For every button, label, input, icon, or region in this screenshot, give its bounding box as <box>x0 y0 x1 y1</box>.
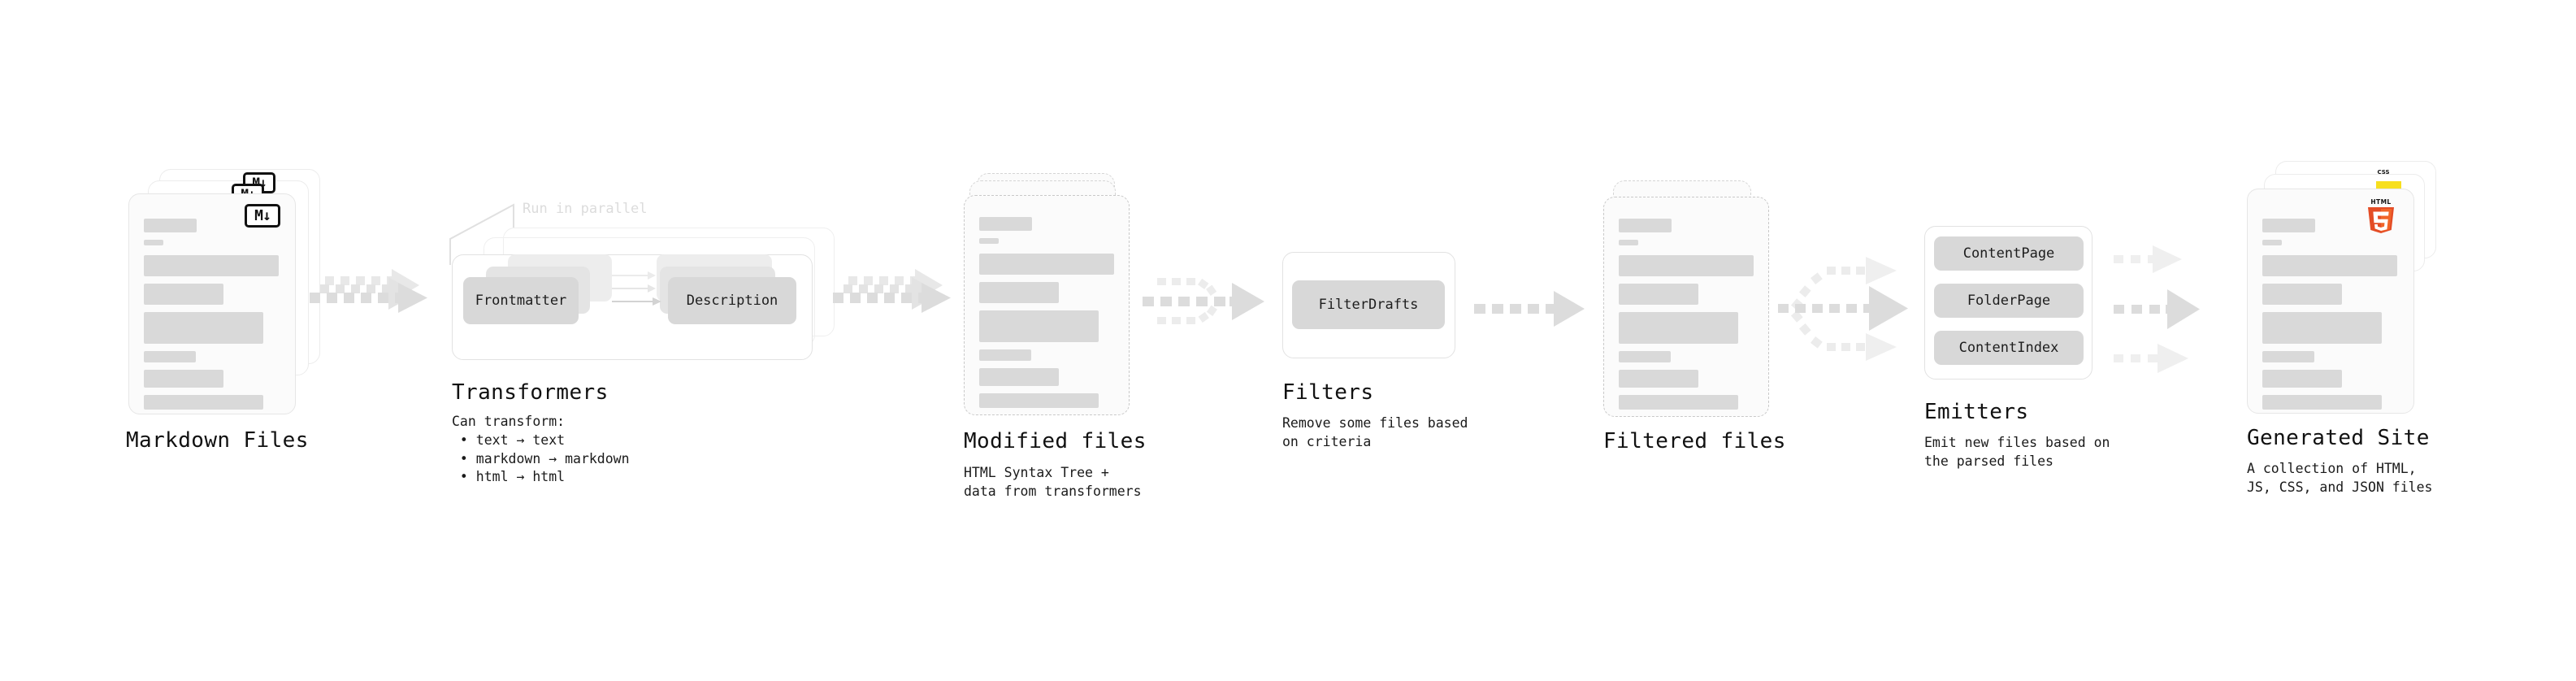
modified-files-card <box>964 195 1130 415</box>
stage-subtitle-generated-site: A collection of HTML, JS, CSS, and JSON … <box>2247 461 2433 495</box>
content-bar <box>1619 255 1754 276</box>
content-bar <box>1619 240 1638 245</box>
arrow-filtered-to-emitters <box>1778 234 1924 364</box>
content-bar <box>2262 219 2315 232</box>
content-bar <box>144 312 263 344</box>
content-bar <box>979 238 999 244</box>
content-bar <box>979 254 1114 275</box>
content-bar <box>979 310 1099 342</box>
content-bar <box>2262 395 2382 410</box>
stage-subtitle-transformers: Can transform: • text → text • markdown … <box>452 414 630 485</box>
content-bar <box>979 217 1032 231</box>
content-bar <box>979 368 1059 386</box>
stage-title-generated-site: Generated Site <box>2247 426 2430 450</box>
svg-text:HTML: HTML <box>2370 198 2391 206</box>
content-bar <box>144 370 223 388</box>
doc-content-lines <box>2262 219 2400 417</box>
arrow-modified-to-filters <box>1141 260 1279 341</box>
content-bar <box>2262 255 2397 276</box>
stage-title-filters: Filters <box>1282 380 1374 405</box>
content-bar <box>2262 370 2342 388</box>
markdown-document-card: M↓ <box>128 193 296 414</box>
generated-site-card: HTML <box>2247 189 2414 414</box>
content-bar <box>1619 312 1738 344</box>
content-bar <box>2262 312 2382 344</box>
stage-subtitle-modified-files: HTML Syntax Tree + data from transformer… <box>964 465 1142 499</box>
content-bar <box>2262 351 2314 362</box>
stage-title-modified-files: Modified files <box>964 429 1147 453</box>
content-bar <box>144 255 279 276</box>
chip-description[interactable]: Description <box>668 277 796 324</box>
stage-title-filtered-files: Filtered files <box>1603 429 1786 453</box>
svg-text:CSS: CSS <box>2377 169 2389 176</box>
content-bar <box>2262 240 2282 245</box>
chip-contentpage[interactable]: ContentPage <box>1934 236 2084 271</box>
content-bar <box>2262 284 2342 305</box>
content-bar <box>1619 351 1671 362</box>
content-bar <box>1619 395 1738 410</box>
arrow-filters-to-filtered <box>1472 291 1594 335</box>
chip-frontmatter[interactable]: Frontmatter <box>463 277 579 324</box>
run-in-parallel-label: Run in parallel <box>523 201 648 217</box>
content-bar <box>979 393 1099 408</box>
chip-folderpage[interactable]: FolderPage <box>1934 284 2084 318</box>
stage-title-markdown-files: Markdown Files <box>126 428 309 453</box>
content-bar <box>979 282 1059 303</box>
stage-title-emitters: Emitters <box>1924 400 2029 424</box>
content-bar <box>144 395 263 410</box>
chip-filterdrafts[interactable]: FilterDrafts <box>1292 280 1445 329</box>
content-bar <box>144 284 223 305</box>
stage-subtitle-emitters: Emit new files based on the parsed files <box>1924 435 2110 469</box>
markdown-icon: M↓ <box>245 204 280 228</box>
content-bar <box>144 351 196 362</box>
html5-icon: HTML <box>2368 198 2394 233</box>
transformer-inner-arrows <box>612 271 661 306</box>
doc-content-lines <box>979 217 1116 415</box>
arrow-markdown-to-transformers <box>307 269 437 340</box>
stage-subtitle-filters: Remove some files based on criteria <box>1282 415 1468 449</box>
content-bar <box>979 349 1031 361</box>
chip-contentindex[interactable]: ContentIndex <box>1934 331 2084 365</box>
content-bar <box>1619 219 1672 232</box>
stage-title-transformers: Transformers <box>452 380 609 405</box>
content-bar <box>1619 284 1698 305</box>
arrow-emitters-to-site <box>2107 236 2253 374</box>
content-bar <box>144 240 163 245</box>
doc-content-lines <box>1619 219 1755 417</box>
filtered-files-card <box>1603 197 1769 417</box>
run-in-parallel-bracket <box>449 203 514 265</box>
content-bar <box>144 219 197 232</box>
arrow-transformers-to-modified <box>830 269 961 340</box>
doc-content-lines <box>144 219 282 417</box>
content-bar <box>1619 370 1698 388</box>
